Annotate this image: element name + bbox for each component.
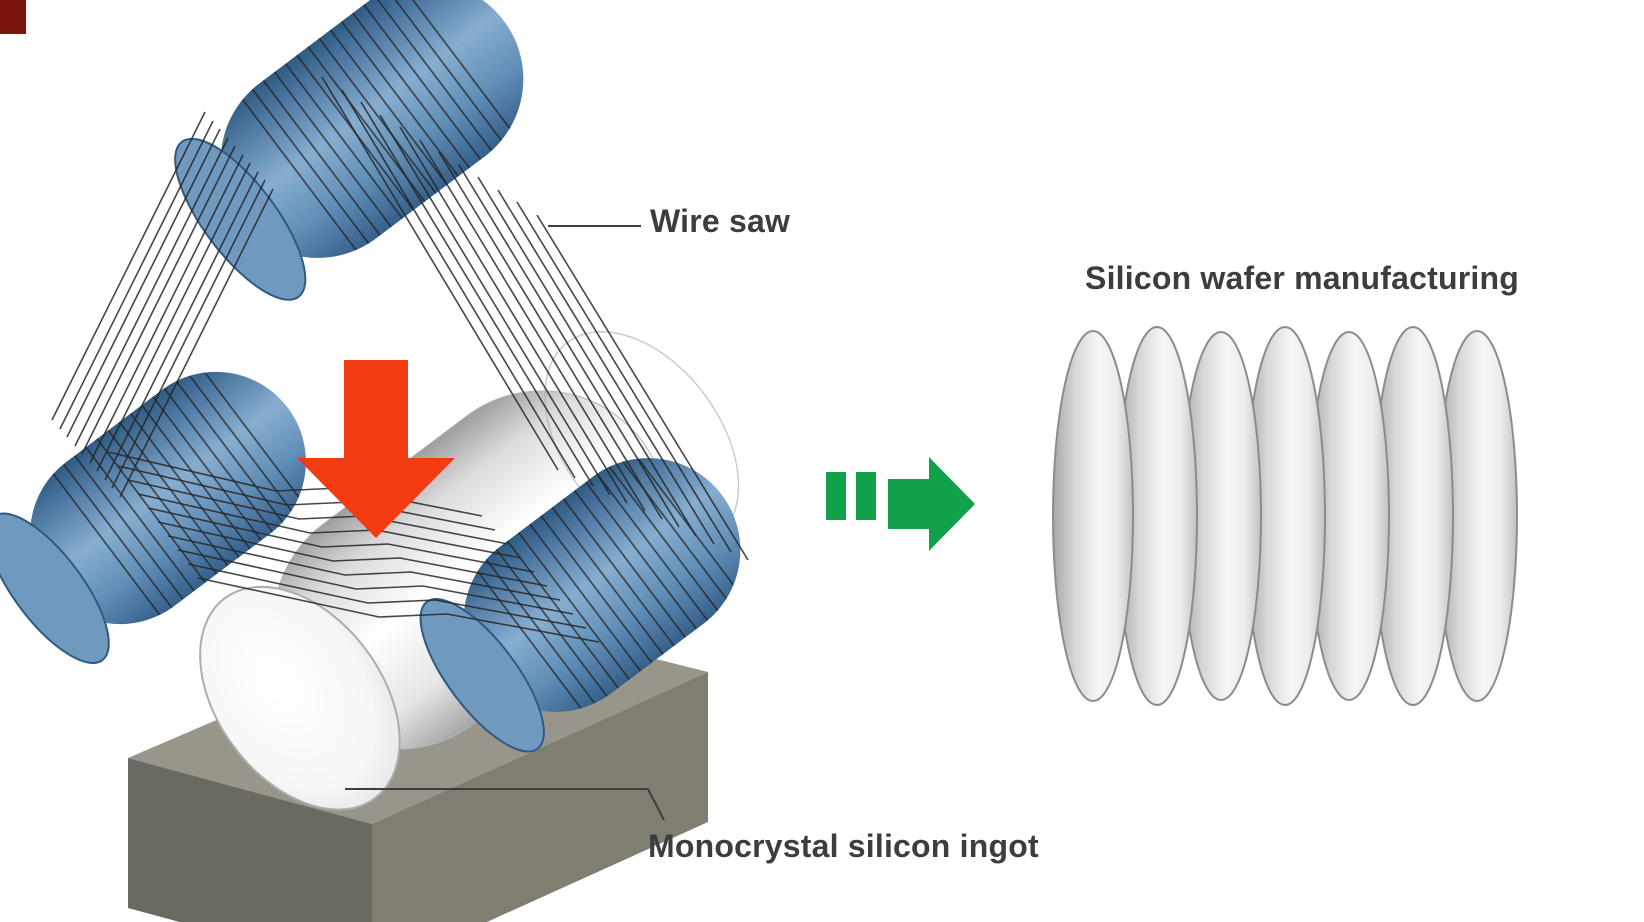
wire-band-left: [51, 111, 274, 498]
ingot-leader-line: [345, 788, 665, 821]
ingot-face: [199, 585, 401, 811]
wire-band-right: [321, 76, 749, 561]
silicon-ingot: [199, 330, 740, 811]
wafer: [1052, 330, 1134, 702]
roller-right-endcap: [419, 598, 545, 753]
down-arrow-icon: [297, 360, 455, 538]
process-arrow-dash: [826, 472, 846, 520]
roller-right: [419, 442, 750, 753]
roller-left-endcap: [0, 512, 110, 665]
corner-artifact: [0, 0, 26, 34]
process-arrow-head: [888, 457, 975, 551]
roller-top: [174, 0, 525, 301]
process-arrow-icon: [826, 457, 975, 551]
wafer-manufacturing-title: Silicon wafer manufacturing: [1085, 260, 1519, 296]
roller-left: [0, 359, 311, 665]
wire-saw-label: Wire saw: [650, 203, 791, 239]
ingot-label: Monocrystal silicon ingot: [648, 828, 1039, 864]
process-arrow-dash: [856, 472, 876, 520]
wafer-stack: [1052, 326, 1518, 706]
